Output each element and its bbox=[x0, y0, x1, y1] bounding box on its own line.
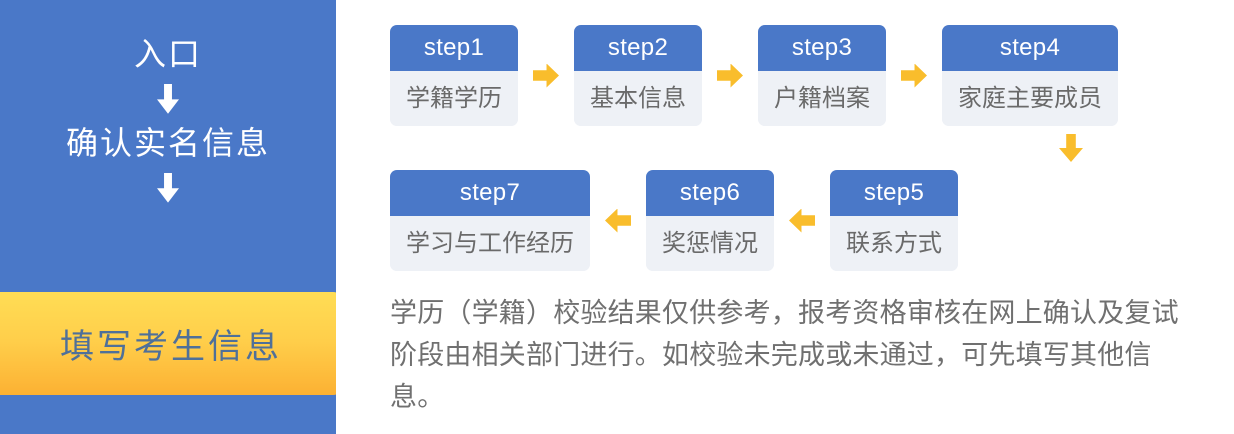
step-card-step4-number: step4 bbox=[942, 25, 1118, 71]
step-card-step5[interactable]: step5 联系方式 bbox=[830, 170, 958, 271]
step-card-step7-number: step7 bbox=[390, 170, 590, 216]
arrow-right-icon bbox=[717, 63, 743, 88]
step-card-step6[interactable]: step6 奖惩情况 bbox=[646, 170, 774, 271]
arrow-right-icon bbox=[533, 63, 559, 88]
arrow-down-icon bbox=[1059, 134, 1083, 162]
step-card-step2[interactable]: step2 基本信息 bbox=[574, 25, 702, 126]
sidebar-step-fill-info-label: 填写考生信息 bbox=[60, 328, 282, 366]
arrow-right-icon bbox=[901, 63, 927, 88]
step-card-step2-number: step2 bbox=[574, 25, 702, 71]
arrow-down-icon bbox=[157, 172, 179, 203]
flow-arrow-5 bbox=[774, 170, 830, 271]
sidebar-step-fill-info[interactable]: 填写考生信息 bbox=[0, 292, 342, 395]
step-card-step3-label: 户籍档案 bbox=[758, 71, 886, 126]
step-card-step7-label: 学习与工作经历 bbox=[390, 216, 590, 271]
step-row-2: step7 学习与工作经历 step6 奖惩情况 step5 联系方式 bbox=[390, 170, 958, 271]
sidebar-arrow-1 bbox=[0, 73, 336, 125]
main-content: step1 学籍学历 step2 基本信息 step3 户籍档案 step4 bbox=[336, 0, 1234, 434]
sidebar-flow: 入口 确认实名信息 bbox=[0, 0, 336, 214]
note-text: 学历（学籍）校验结果仅供参考，报考资格审核在网上确认及复试阶段由相关部门进行。如… bbox=[390, 298, 1179, 412]
step-card-step3[interactable]: step3 户籍档案 bbox=[758, 25, 886, 126]
sidebar-arrow-2 bbox=[0, 162, 336, 214]
arrow-left-icon bbox=[789, 208, 815, 233]
step-card-step5-label: 联系方式 bbox=[830, 216, 958, 271]
sidebar-step-confirm[interactable]: 确认实名信息 bbox=[65, 124, 270, 161]
step-card-step5-number: step5 bbox=[830, 170, 958, 216]
step-card-step1[interactable]: step1 学籍学历 bbox=[390, 25, 518, 126]
flow-arrow-2 bbox=[702, 25, 758, 126]
step-card-step2-label: 基本信息 bbox=[574, 71, 702, 126]
step-card-step3-number: step3 bbox=[758, 25, 886, 71]
step-row-1: step1 学籍学历 step2 基本信息 step3 户籍档案 step4 bbox=[390, 25, 1118, 126]
step-card-step7[interactable]: step7 学习与工作经历 bbox=[390, 170, 590, 271]
step-card-step4-label: 家庭主要成员 bbox=[942, 71, 1118, 126]
flow-arrow-1 bbox=[518, 25, 574, 126]
step-card-step1-number: step1 bbox=[390, 25, 518, 71]
flow-arrow-4 bbox=[1054, 130, 1088, 166]
step-card-step4[interactable]: step4 家庭主要成员 bbox=[942, 25, 1118, 126]
step-card-step6-number: step6 bbox=[646, 170, 774, 216]
flow-arrow-6 bbox=[590, 170, 646, 271]
sidebar-step-entry[interactable]: 入口 bbox=[133, 36, 202, 72]
flow-arrow-3 bbox=[886, 25, 942, 126]
arrow-down-icon bbox=[157, 83, 179, 114]
sidebar: 入口 确认实名信息 填写考生信息 bbox=[0, 0, 342, 434]
arrow-left-icon bbox=[605, 208, 631, 233]
step-card-step1-label: 学籍学历 bbox=[390, 71, 518, 126]
step-card-step6-label: 奖惩情况 bbox=[646, 216, 774, 271]
